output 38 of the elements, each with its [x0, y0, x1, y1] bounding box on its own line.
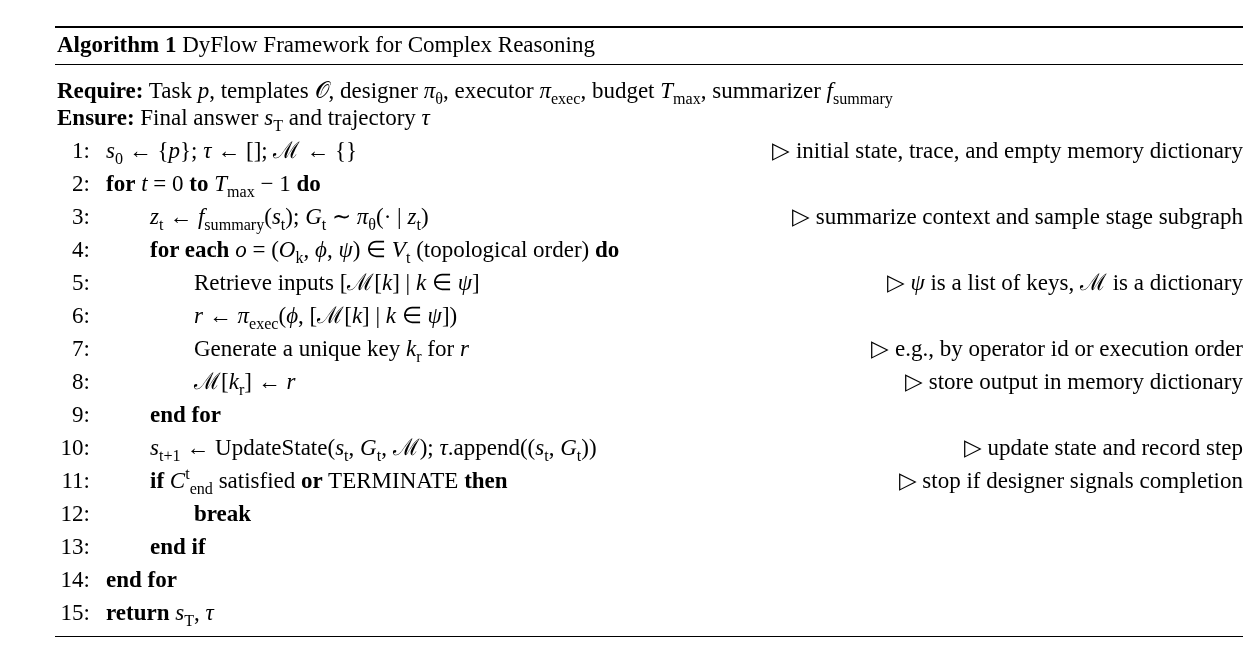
pseudocode-line: return s$_{T}$, τ: [106, 599, 214, 627]
algorithm-title: Algorithm 1 DyFlow Framework for Complex Reasoning: [57, 31, 595, 59]
pseudocode-line: end for: [106, 566, 177, 594]
pseudocode-line: end for: [150, 401, 221, 429]
line-number: 14:: [60, 566, 90, 594]
pseudocode-line: break: [194, 500, 252, 528]
pseudocode-line: for t = 0 to T$_{max}$ − 1 do: [106, 170, 321, 198]
pseudocode-line: if C$^{t}$$_{end}$ satisfied or TERMINATE then: [150, 467, 508, 495]
line-number: 5:: [72, 269, 90, 297]
pseudocode-line: Generate a unique key k$_{r}$ for r: [194, 335, 469, 363]
line-number: 12:: [60, 500, 90, 528]
line-number: 2:: [72, 170, 90, 198]
pseudocode-line: s$_{0}$ ← {p}; τ ← []; ℳ ← {}: [106, 137, 357, 165]
line-number: 13:: [60, 533, 90, 561]
line-number: 6:: [72, 302, 90, 330]
line-number: 9:: [72, 401, 90, 429]
line-number: 3:: [72, 203, 90, 231]
comment: ▷ summarize context and sample stage subgraph: [791, 203, 1243, 231]
line-number: 1:: [72, 137, 90, 165]
comment: ▷ stop if designer signals completion: [898, 467, 1243, 495]
comment: ▷ ψ is a list of keys, ℳ is a dictionary: [886, 269, 1243, 297]
comment: ▷ e.g., by operator id or execution order: [871, 335, 1243, 363]
line-number: 7:: [72, 335, 90, 363]
pseudocode-line: s$_{t+1}$ ← UpdateState(s$_{t}$, G$_{t}$, ℳ); τ.append((s$_{t}$, G$_{t}$)): [150, 434, 597, 462]
pseudocode-line: r ← π$_{exec}$(ϕ, [ℳ[k] | k ∈ ψ]): [194, 302, 458, 330]
line-number: 15:: [60, 599, 90, 627]
pseudocode-line: ℳ[k$_{r}$] ← r: [194, 368, 296, 396]
pseudocode-line: for each o = (O$_{k}$, ϕ, ψ) ∈ V$_{t}$ (topological order) do: [150, 236, 620, 264]
ensure-line: Ensure: Final answer s$_{T}$ and trajectory τ: [57, 104, 430, 132]
pseudocode-line: end if: [150, 533, 206, 561]
line-number: 4:: [72, 236, 90, 264]
comment: ▷ store output in memory dictionary: [904, 368, 1243, 396]
comment: ▷ initial state, trace, and empty memory dictionary: [772, 137, 1243, 165]
comment: ▷ update state and record step: [963, 434, 1243, 462]
line-number: 11:: [61, 467, 90, 495]
line-number: 8:: [72, 368, 90, 396]
pseudocode-line: Retrieve inputs [ℳ[k] | k ∈ ψ]: [194, 269, 480, 297]
line-number: 10:: [60, 434, 90, 462]
